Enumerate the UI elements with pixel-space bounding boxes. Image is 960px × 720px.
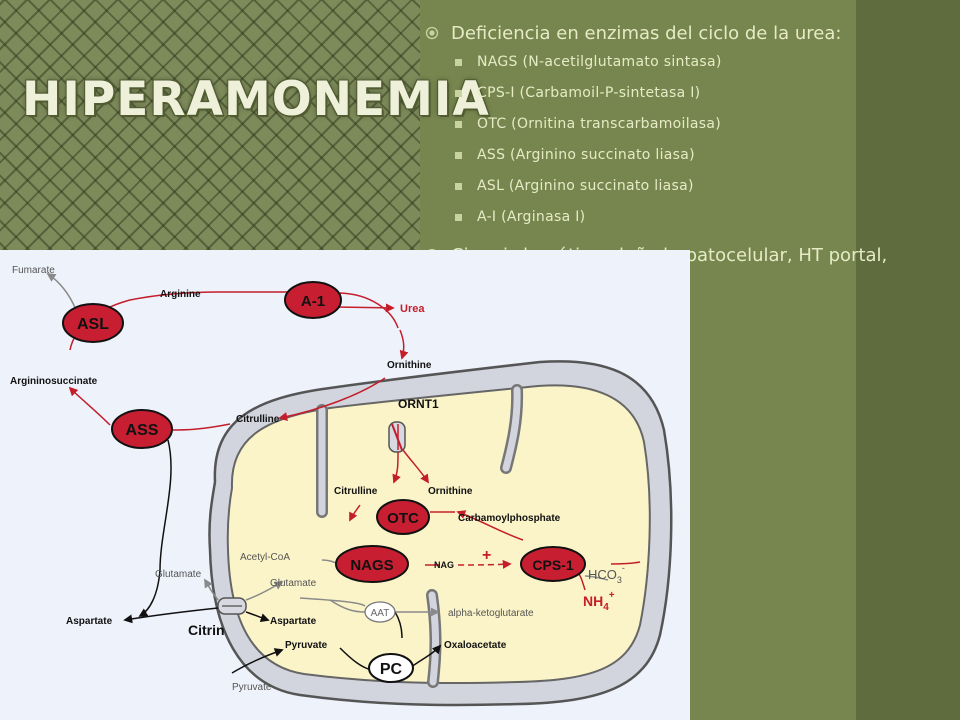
square-bullet-icon	[455, 59, 462, 66]
label-nag: NAG	[434, 560, 454, 570]
enzyme-label: CPS-1	[532, 557, 573, 573]
arrows-black	[123, 439, 442, 674]
label-glutamate-out: Glutamate	[155, 569, 202, 580]
enzyme-label: PC	[380, 661, 403, 678]
enzyme-pc: PC	[368, 653, 414, 683]
sub-bullet-asl: ASL (Arginino succinato liasa)	[451, 174, 945, 205]
sub-bullet-text: ASL (Arginino succinato liasa)	[477, 178, 694, 194]
bullet-urea-enzymes: Deficiencia en enzimas del ciclo de la u…	[425, 22, 945, 236]
label-argininosuccinate: Argininosuccinate	[10, 376, 98, 387]
sub-bullet-text: OTC (Ornitina transcarbamoilasa)	[477, 116, 721, 132]
label-acetylcoa: Acetyl-CoA	[240, 552, 290, 563]
label-hco3: HCO3-	[588, 563, 625, 585]
circle-bullet-icon	[425, 26, 439, 40]
square-bullet-icon	[455, 183, 462, 190]
enzyme-label: ASS	[126, 422, 159, 439]
label-pyruvate-in: Pyruvate	[285, 640, 328, 651]
diagram-labels: Fumarate Arginine Urea Ornithine Arginin…	[10, 265, 625, 693]
right-strip	[856, 0, 960, 720]
label-aspartate-in: Aspartate	[270, 616, 317, 627]
enzyme-sublist: NAGS (N-acetilglutamato sintasa) CPS-I (…	[451, 50, 945, 236]
label-citrulline-out: Citrulline	[236, 414, 280, 425]
sub-bullet-text: A-I (Arginasa I)	[477, 209, 586, 225]
label-citrulline-in: Citrulline	[334, 486, 378, 497]
label-fumarate: Fumarate	[12, 265, 55, 276]
enzyme-otc: OTC	[376, 499, 430, 535]
enzyme-label: A-1	[301, 293, 325, 310]
enzyme-a1: A-1	[284, 281, 342, 319]
arrows-gray	[46, 273, 609, 617]
label-oxaloacetate: Oxaloacetate	[444, 640, 507, 651]
label-glutamate-in: Glutamate	[270, 578, 317, 589]
sub-bullet-nags: NAGS (N-acetilglutamato sintasa)	[451, 50, 945, 81]
sub-bullet-cps: CPS-I (Carbamoil-P-sintetasa I)	[451, 81, 945, 112]
enzyme-ass: ASS	[111, 409, 173, 449]
label-plus: +	[482, 547, 491, 564]
citrin-transporter	[217, 597, 247, 615]
label-carbamoylphosphate: Carbamoylphosphate	[458, 513, 561, 524]
label-ornt1: ORNT1	[398, 397, 439, 411]
sub-bullet-text: ASS (Arginino succinato liasa)	[477, 147, 695, 163]
label-arginine: Arginine	[160, 289, 201, 300]
enzyme-aat: AAT	[364, 601, 396, 623]
square-bullet-icon	[455, 121, 462, 128]
square-bullet-icon	[455, 214, 462, 221]
urea-cycle-diagram: ASL A-1 ASS OTC NAGS CPS-1 PC AAT Fumara…	[0, 250, 690, 720]
slide-title: HIPERAMONEMIA	[22, 72, 490, 127]
square-bullet-icon	[455, 152, 462, 159]
bullet-text: Deficiencia en enzimas del ciclo de la u…	[451, 23, 842, 44]
sub-bullet-text: CPS-I (Carbamoil-P-sintetasa I)	[477, 85, 701, 101]
label-citrin: Citrin	[188, 622, 225, 638]
enzyme-asl: ASL	[62, 303, 124, 343]
label-aspartate-out: Aspartate	[66, 616, 113, 627]
sub-bullet-text: NAGS (N-acetilglutamato sintasa)	[477, 54, 722, 70]
square-bullet-icon	[455, 90, 462, 97]
label-ornithine-out: Ornithine	[387, 360, 432, 371]
enzyme-label: AAT	[371, 608, 390, 619]
label-urea: Urea	[400, 303, 425, 315]
ornt1-transporter	[388, 421, 406, 453]
label-ornithine-in: Ornithine	[428, 486, 473, 497]
enzyme-label: ASL	[77, 316, 109, 333]
sub-bullet-ass: ASS (Arginino succinato liasa)	[451, 143, 945, 174]
mitochondrion	[208, 360, 673, 707]
label-akg: alpha-ketoglutarate	[448, 608, 534, 619]
enzyme-label: NAGS	[350, 557, 393, 574]
enzyme-label: OTC	[387, 510, 419, 527]
enzyme-cps1: CPS-1	[520, 546, 586, 582]
label-pyruvate-out: Pyruvate	[232, 682, 272, 693]
enzyme-nags: NAGS	[335, 545, 409, 583]
label-nh4: NH4+	[583, 590, 615, 613]
sub-bullet-a1: A-I (Arginasa I)	[451, 205, 945, 236]
sub-bullet-otc: OTC (Ornitina transcarbamoilasa)	[451, 112, 945, 143]
